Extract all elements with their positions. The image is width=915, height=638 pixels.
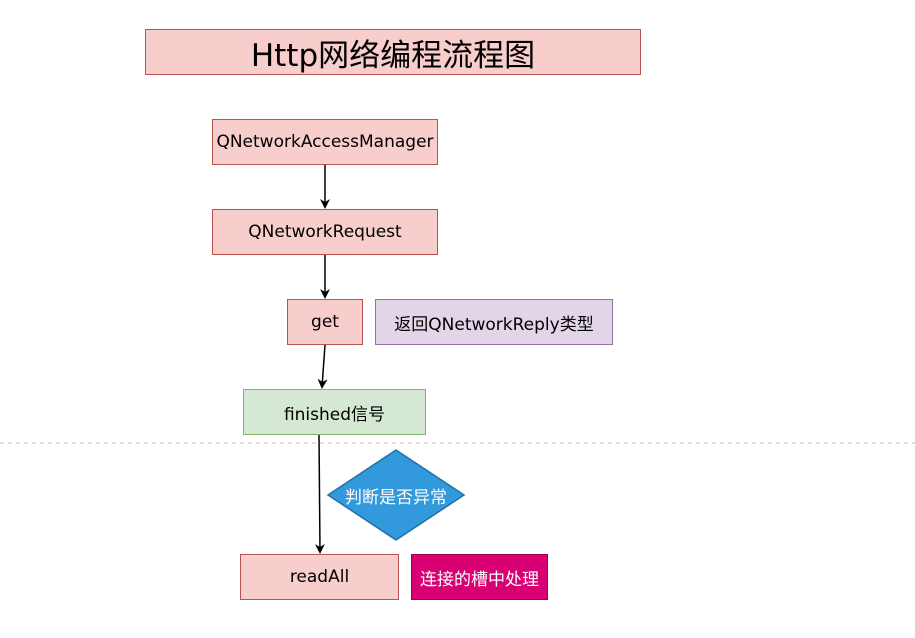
note-slot-handling: 连接的槽中处理 bbox=[411, 554, 548, 600]
node-readall: readAll bbox=[240, 554, 399, 600]
arrow-finished-to-readall bbox=[314, 434, 325, 554]
node-get: get bbox=[287, 299, 363, 345]
arrow-get-to-finished bbox=[317, 344, 328, 389]
decision-label: 判断是否异常 bbox=[345, 487, 447, 508]
diagram-title: Http网络编程流程图 bbox=[145, 29, 641, 75]
node-qnetworkrequest: QNetworkRequest bbox=[212, 209, 438, 255]
note-return-qnetworkreply: 返回QNetworkReply类型 bbox=[375, 299, 613, 345]
decision-diamond bbox=[326, 449, 466, 541]
node-qnetworkaccessmanager: QNetworkAccessManager bbox=[212, 119, 438, 165]
node-finished-signal: finished信号 bbox=[243, 389, 426, 435]
